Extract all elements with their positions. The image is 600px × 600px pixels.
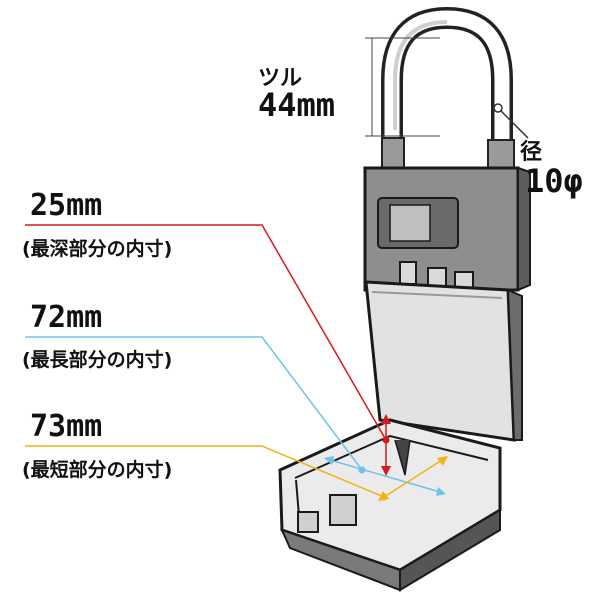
lid	[364, 280, 523, 442]
depth-caption: (最深部分の内寸)	[22, 238, 173, 260]
shackle-label: ツル	[258, 66, 303, 91]
shortest-caption: (最短部分の内寸)	[22, 459, 173, 481]
diameter-value: 10φ	[525, 162, 583, 200]
shackle-length: 44mm	[258, 86, 336, 124]
shackle	[381, 6, 515, 181]
leader-depth	[25, 224, 387, 441]
box-tray	[278, 418, 502, 592]
shortest-value: 73mm	[30, 409, 103, 444]
diameter-label: 径	[520, 140, 543, 165]
diameter-leader	[493, 103, 529, 139]
interior-arrows	[324, 414, 448, 501]
arrow-shortest	[383, 459, 443, 498]
lock-body	[363, 166, 531, 295]
shackle-dimension	[365, 37, 440, 137]
depth-value: 25mm	[30, 188, 103, 223]
leader-shortest	[25, 445, 385, 498]
longest-value: 72mm	[30, 300, 103, 335]
leader-longest	[25, 336, 363, 471]
leader-lines	[25, 224, 387, 498]
arrow-longest	[329, 459, 441, 493]
longest-caption: (最長部分の内寸)	[22, 349, 173, 371]
